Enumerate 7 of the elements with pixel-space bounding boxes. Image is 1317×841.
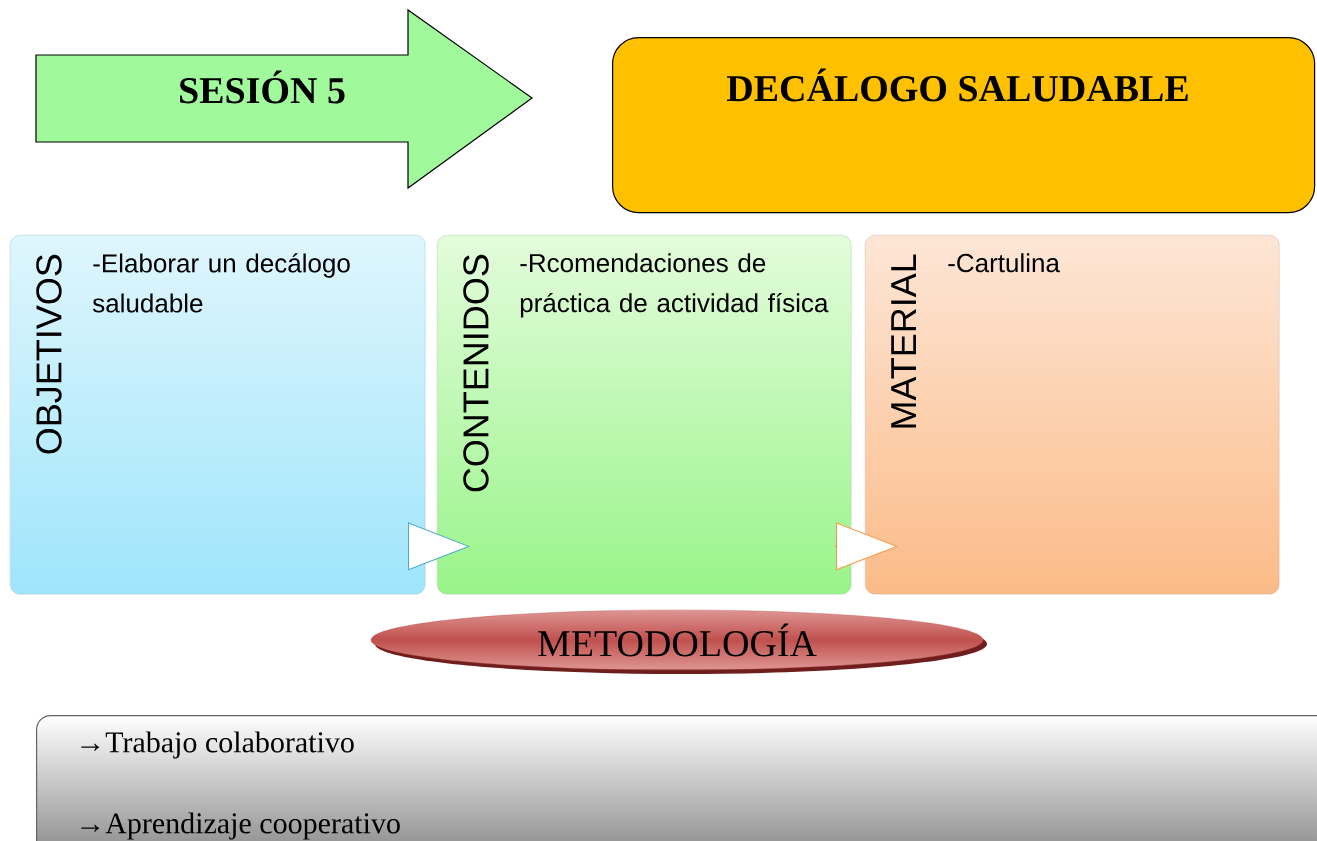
title-box: DECÁLOGO SALUDABLE xyxy=(612,37,1316,214)
list-box: →Trabajo colaborativo →Aprendizaje cooperativo xyxy=(36,715,1317,841)
category-card: MATERIAL -Cartulina xyxy=(865,235,1280,595)
category-card: CONTENIDOS -Rcomendaciones de práctica de actividad física xyxy=(437,235,852,595)
category-card: OBJETIVOS -Elaborar un decálogo saludable xyxy=(10,235,426,595)
chevron-arrow xyxy=(833,522,898,571)
chevron-arrow xyxy=(407,522,470,571)
